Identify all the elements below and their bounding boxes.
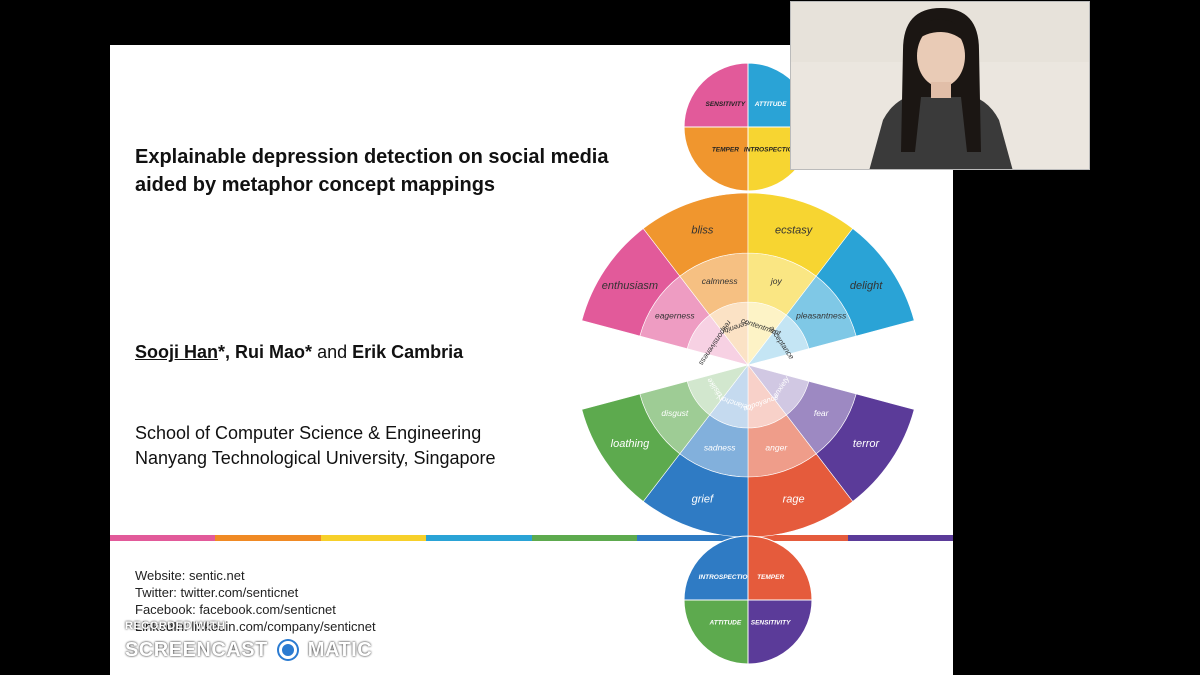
author-mark: *,: [218, 342, 231, 362]
rainbow-segment: [531, 535, 637, 541]
bottom-circle-label: TEMPER: [757, 574, 784, 581]
rainbow-segment: [636, 535, 743, 541]
emotion-label: anger: [765, 443, 788, 453]
screencast-watermark: RECORDED WITH SCREENCAST MATIC: [125, 620, 372, 664]
emotion-label: rage: [783, 493, 805, 505]
rainbow-divider: [110, 535, 953, 541]
affiliation: School of Computer Science & Engineering…: [135, 421, 496, 471]
watermark-recorded-with: RECORDED WITH: [125, 620, 226, 632]
contact-links: Website: sentic.net Twitter: twitter.com…: [135, 567, 376, 635]
watermark-left: SCREENCAST: [125, 638, 268, 661]
emotion-label: joy: [770, 276, 783, 286]
lower-sector-2-3: [581, 393, 681, 502]
rainbow-segment: [320, 535, 427, 541]
emotion-label: ecstasy: [775, 224, 814, 236]
affiliation-line-2: Nanyang Technological University, Singap…: [135, 448, 496, 468]
top-circle-label: SENSITIVITY: [706, 101, 746, 108]
rainbow-segment: [742, 535, 848, 541]
bottom-circle-quadrant: [683, 599, 749, 665]
emotion-label: eagerness: [655, 310, 695, 320]
emotion-label: disgust: [661, 408, 689, 418]
bottom-circle-quadrant: [747, 535, 813, 601]
title-line-2: aided by metaphor concept mappings: [135, 174, 496, 196]
emotion-label: loathing: [611, 438, 650, 450]
author-conjunction: and: [317, 342, 348, 362]
author-sooji-han: Sooji Han: [135, 342, 219, 362]
webcam-overlay: [790, 1, 1090, 170]
top-circle-quadrant: [683, 126, 749, 192]
emotion-label: delight: [850, 280, 883, 292]
bottom-circle-label: SENSITIVITY: [751, 619, 791, 626]
top-circle-label: TEMPER: [712, 146, 739, 153]
bottom-circle-quadrant: [747, 599, 813, 665]
emotion-label: enthusiasm: [602, 280, 658, 292]
slide-title: Explainable depression detection on soci…: [135, 143, 655, 199]
bottom-circle-quadrant: [683, 535, 749, 601]
emotion-label: pleasantness: [795, 310, 847, 320]
upper-sector-upper_outer-3: [815, 228, 915, 337]
emotion-label: terror: [853, 438, 881, 450]
author-erik-cambria: Erik Cambria: [352, 342, 464, 362]
emotion-label: sadness: [704, 443, 736, 453]
emotion-label: calmness: [702, 276, 739, 286]
emotion-label: fear: [814, 408, 830, 418]
facebook-link[interactable]: Facebook: facebook.com/senticnet: [135, 602, 336, 617]
rainbow-segment: [847, 535, 953, 541]
top-circle-label: INTROSPECTION: [744, 146, 798, 153]
authors: Sooji Han*, Rui Mao* and Erik Cambria: [135, 342, 463, 363]
emotion-label: grief: [692, 493, 714, 505]
screencast-logo-icon: [273, 636, 302, 664]
rainbow-segment: [215, 535, 321, 541]
rainbow-segment: [426, 535, 532, 541]
bottom-circle-label: INTROSPECTION: [699, 574, 753, 581]
linkedin-link[interactable]: LinkedIn: linkedin.com/company/senticnet: [135, 619, 376, 634]
emotion-label: bliss: [691, 224, 714, 236]
watermark-right: MATIC: [307, 638, 373, 661]
watermark-logo-text: SCREENCAST MATIC: [125, 636, 372, 664]
title-line-1: Explainable depression detection on soci…: [135, 146, 609, 168]
rainbow-segment: [110, 535, 216, 541]
author-rui-mao: Rui Mao*: [235, 342, 313, 362]
top-circle-quadrant: [683, 62, 749, 128]
affiliation-line-1: School of Computer Science & Engineering: [135, 423, 482, 443]
presenter-video: [791, 2, 1089, 169]
bottom-circle-label: ATTITUDE: [709, 619, 742, 626]
twitter-link[interactable]: Twitter: twitter.com/senticnet: [135, 585, 299, 600]
top-circle-label: ATTITUDE: [754, 101, 787, 108]
website-link[interactable]: Website: sentic.net: [135, 568, 245, 583]
